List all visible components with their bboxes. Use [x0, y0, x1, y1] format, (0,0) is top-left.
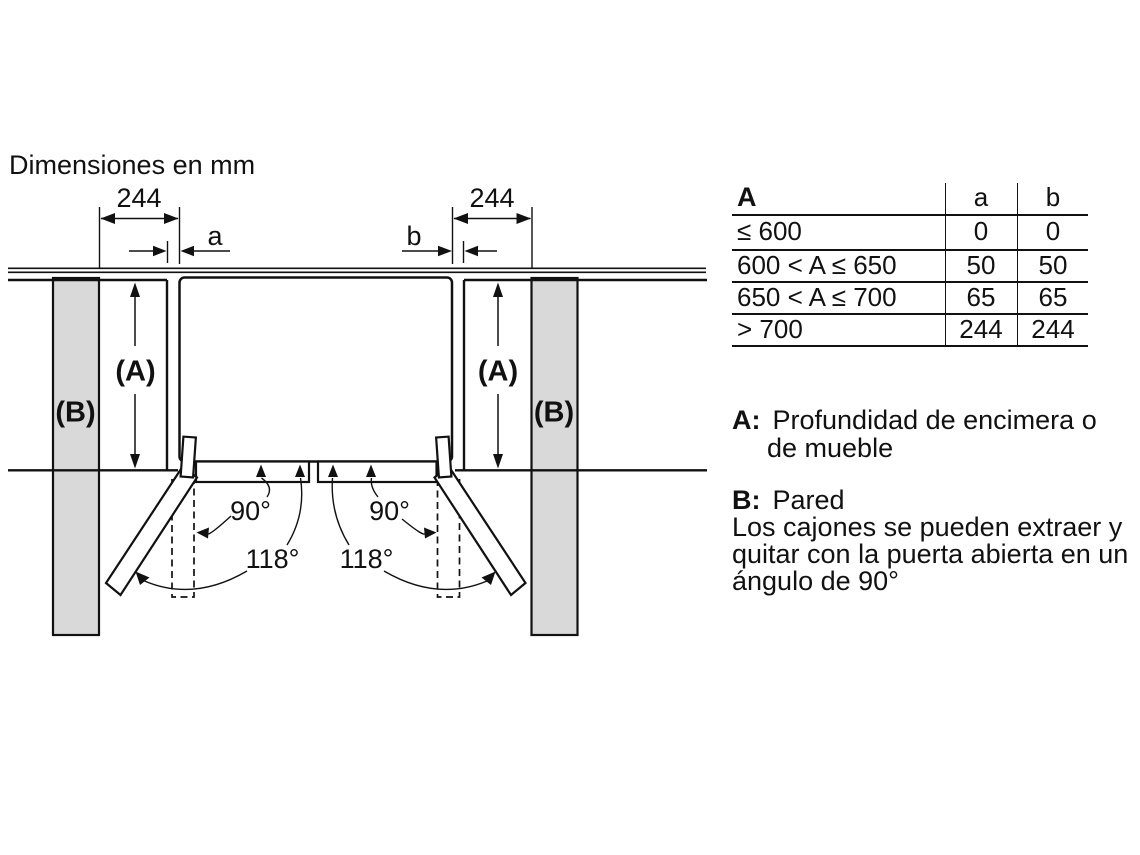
left-hinge-block	[179, 435, 198, 479]
left-wall-label: (B)	[55, 397, 95, 429]
table-header-a: a	[973, 182, 989, 212]
left-wall-rect	[51, 276, 101, 637]
table-row-a: 50	[966, 250, 996, 280]
right-door-open-118	[433, 464, 527, 597]
right-depth-arrow	[493, 282, 503, 469]
table-rule	[732, 249, 1088, 251]
legend-a-text1: Profundidad de encimera o	[772, 405, 1097, 435]
table-header-b: b	[1045, 182, 1061, 212]
right-244-label: 244	[469, 183, 514, 213]
left-244-label: 244	[116, 183, 161, 213]
table-row-range: > 700	[737, 314, 803, 344]
table-rule	[1016, 183, 1019, 346]
legend-note-line3: ángulo de 90°	[732, 566, 899, 596]
right-118-leader-to-door	[331, 477, 350, 546]
legend-a-line2: de mueble	[767, 433, 894, 463]
clearance-a-dimension	[129, 241, 230, 263]
table-row-a: 0	[973, 216, 989, 246]
table-row-range: ≤ 600	[737, 216, 802, 246]
left-118-sweep	[144, 570, 248, 591]
right-118-sweep	[383, 570, 488, 591]
table-rule	[732, 313, 1088, 315]
left-90-leader-to-dashed	[207, 515, 232, 535]
legend-b-line: B: Pared	[732, 486, 845, 514]
legend-note-line1: Los cajones se pueden extraer y	[732, 512, 1123, 542]
table-row-range: 650 < A ≤ 700	[737, 282, 897, 312]
table-row-a: 244	[959, 314, 1003, 344]
table-row-b: 244	[1031, 314, 1075, 344]
left-90-leader-to-door	[261, 477, 271, 498]
right-244-dimension	[451, 207, 533, 268]
left-118-door-arrow	[295, 464, 305, 477]
left-90-door-arrow	[256, 464, 266, 477]
legend-a-line1: A: Profundidad de encimera o	[732, 406, 1097, 434]
table-rule	[732, 214, 1088, 216]
right-118-open-arrow	[481, 571, 496, 585]
right-door-90-dashed	[436, 479, 461, 598]
left-angle-118-label: 118°	[246, 544, 300, 574]
legend-b-key: B:	[732, 485, 761, 515]
table-row-a: 65	[966, 282, 996, 312]
left-118-leader-to-door	[286, 477, 303, 546]
left-118-open-arrow	[135, 571, 150, 585]
right-90-door-arrow	[366, 464, 376, 477]
left-angle-90-label: 90°	[230, 496, 271, 526]
right-depth-label: (A)	[478, 356, 518, 388]
right-angle-90-label: 90°	[369, 496, 410, 526]
left-door-open-118	[104, 464, 199, 597]
clearance-b-label: b	[406, 221, 421, 251]
fridge-body	[178, 276, 454, 463]
table-row-b: 0	[1045, 216, 1061, 246]
table-rule	[732, 345, 1088, 347]
left-door-closed	[194, 460, 311, 484]
page-title: Dimensiones en mm	[9, 150, 256, 180]
clearance-a-label: a	[207, 221, 223, 251]
legend-b-text: Pared	[772, 485, 845, 515]
left-depth-label: (A)	[115, 356, 155, 388]
right-118-door-arrow	[328, 464, 338, 477]
table-rule	[732, 281, 1088, 283]
left-244-dimension	[98, 207, 181, 268]
right-hinge-block	[434, 435, 453, 479]
left-door-90-dashed	[171, 479, 195, 598]
table-rule	[944, 183, 947, 346]
right-90-dashed-arrow	[424, 527, 437, 539]
clearance-table: A a b ≤ 600 0 0 600 < A ≤ 650 50 50 650 …	[732, 180, 1088, 347]
right-90-leader-to-door	[370, 477, 379, 498]
legend-a-key: A:	[732, 405, 761, 435]
table-row-b: 65	[1038, 282, 1068, 312]
table-header-A: A	[737, 182, 757, 212]
legend-note-line2: quitar con la puerta abierta en un	[732, 539, 1129, 569]
table-row-b: 50	[1038, 250, 1068, 280]
right-wall-rect	[530, 276, 579, 637]
right-angle-118-label: 118°	[340, 544, 394, 574]
clearance-b-dimension	[402, 241, 497, 263]
left-depth-arrow	[130, 282, 140, 469]
table-row-range: 600 < A ≤ 650	[737, 250, 897, 280]
right-door-closed	[316, 460, 438, 484]
right-wall-label: (B)	[534, 397, 574, 429]
left-90-dashed-arrow	[196, 527, 209, 539]
